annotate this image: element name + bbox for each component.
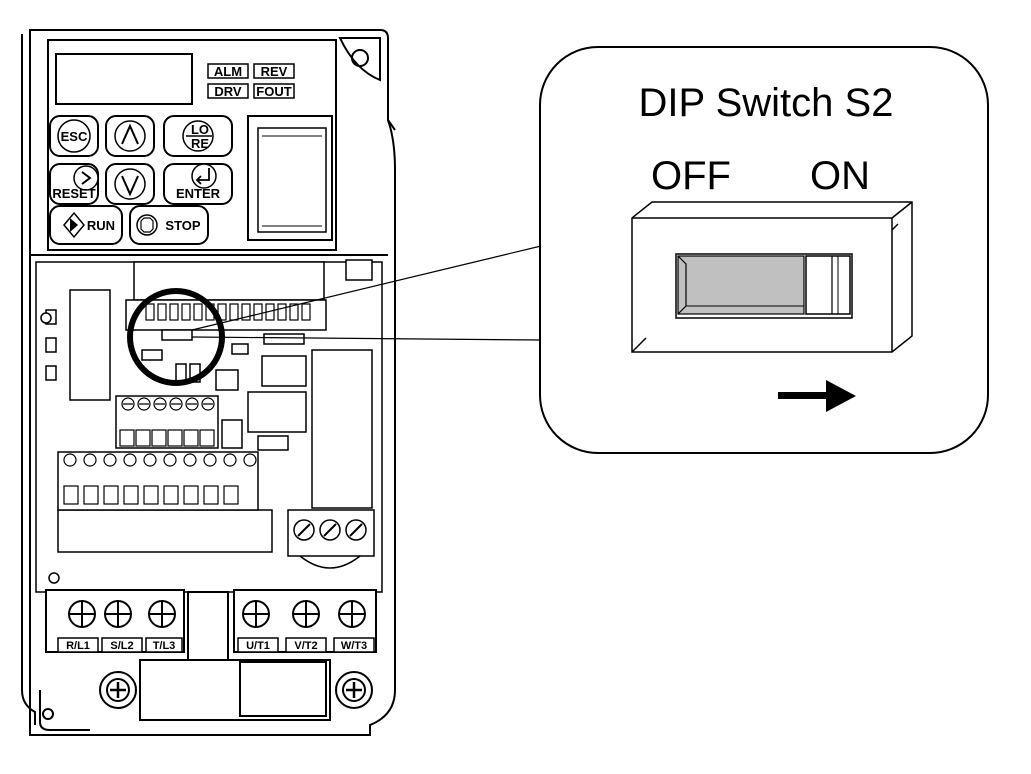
svg-text:R/L1: R/L1: [66, 640, 90, 652]
down-arrow-icon: [121, 175, 139, 197]
lcd-display: [55, 53, 193, 105]
enter-button[interactable]: ENTER: [163, 163, 233, 205]
right-arrow-icon: [778, 380, 856, 412]
svg-text:FOUT: FOUT: [256, 84, 291, 99]
dip-switch-slot: [675, 253, 853, 319]
svg-text:W/T3: W/T3: [341, 640, 367, 652]
up-arrow-icon: [121, 123, 139, 145]
terminal-v-t2: V/T2: [285, 637, 327, 653]
svg-text:U/T1: U/T1: [246, 640, 270, 652]
callout-leader-lines: [191, 245, 542, 341]
callout-title: DIP Switch S2: [639, 81, 894, 125]
terminal-r-l1: R/L1: [57, 637, 99, 653]
up-arrow-button[interactable]: [105, 115, 155, 157]
right-arrow-icon: [81, 171, 92, 185]
terminal-u-t1: U/T1: [237, 637, 279, 653]
lo-re-button[interactable]: LO RE: [163, 115, 233, 157]
down-arrow-button[interactable]: [105, 163, 155, 205]
control-terminal-upper: [115, 395, 219, 449]
svg-text:REV: REV: [261, 64, 288, 79]
esc-button[interactable]: ESC: [49, 115, 99, 157]
svg-text:RE: RE: [191, 136, 209, 151]
svg-text:V/T2: V/T2: [294, 640, 317, 652]
svg-text:ENTER: ENTER: [176, 186, 221, 201]
indicator-fout: FOUT: [253, 83, 295, 99]
relay-terminal: [287, 509, 375, 569]
callout-box: DIP Switch S2 OFF ON: [539, 46, 989, 454]
run-button[interactable]: RUN: [49, 205, 123, 245]
terminal-s-l2: S/L2: [101, 637, 143, 653]
indicator-rev: REV: [253, 63, 295, 79]
svg-text:LO: LO: [191, 122, 209, 137]
control-terminal-lower: [57, 451, 259, 511]
indicator-drv: DRV: [207, 83, 249, 99]
bottom-mount: [39, 659, 373, 731]
svg-text:STOP: STOP: [165, 218, 200, 233]
reset-button[interactable]: RESET: [49, 163, 99, 205]
terminal-t-l3: T/L3: [145, 637, 183, 653]
svg-text:RESET: RESET: [52, 186, 95, 201]
panel-connector: [247, 115, 333, 241]
circuit-board: [40, 259, 373, 584]
toggle-knob-on[interactable]: [805, 255, 851, 315]
indicator-alm: ALM: [207, 63, 249, 79]
run-icon: [70, 218, 78, 232]
stop-icon: [140, 217, 154, 233]
svg-text:RUN: RUN: [87, 218, 115, 233]
enter-arrow-icon: [195, 168, 210, 185]
terminal-labels: R/L1 S/L2 T/L3 U/T1 V/T2 W/T3: [57, 637, 375, 653]
terminal-w-t3: W/T3: [333, 637, 375, 653]
stop-button[interactable]: STOP: [129, 205, 209, 245]
svg-text:T/L3: T/L3: [153, 640, 176, 652]
dip-switch-s2-location: [161, 329, 193, 341]
svg-text:DRV: DRV: [214, 84, 242, 99]
svg-text:ESC: ESC: [61, 129, 88, 144]
off-label: OFF: [651, 154, 731, 198]
svg-text:S/L2: S/L2: [110, 640, 133, 652]
on-label: ON: [810, 154, 870, 198]
svg-text:ALM: ALM: [214, 64, 242, 79]
operator-panel: ALM REV DRV FOUT ESC LO: [47, 39, 337, 251]
slot-track: [677, 255, 805, 315]
